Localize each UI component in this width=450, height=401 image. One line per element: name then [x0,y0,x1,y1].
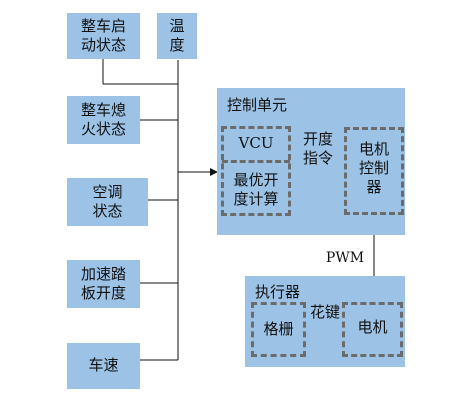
opening-command-label: 开度 指令 [302,130,333,167]
flameout-state-box: 整车熄 火状态 [67,96,140,144]
temperature-box: 温 度 [157,13,197,59]
actuator-title: 执行器 [255,283,301,301]
motor-controller-label: 电机 控制 器 [358,140,389,196]
accel-pedal-label: 加速踏 板开度 [80,265,126,302]
motor-controller-box [344,127,404,215]
ac-state-box: 空调 状态 [67,178,148,226]
actuator-box: 执行器 [245,276,405,367]
temperature-label: 温 度 [169,17,185,54]
vcu-box [221,126,291,216]
flameout-state-label: 整车熄 火状态 [80,101,126,138]
vcu-label: VCU [238,134,274,152]
pwm-label: PWM [325,250,365,266]
speed-box: 车速 [67,343,140,389]
grille-box [251,302,306,357]
accel-pedal-box: 加速踏 板开度 [67,260,140,308]
vcu-divider [222,160,290,163]
start-state-box: 整车启 动状态 [67,13,140,59]
control-unit-title: 控制单元 [227,96,288,114]
motor-label: 电机 [357,318,388,336]
spline-label: 花键 [309,303,340,321]
speed-label: 车速 [88,356,119,374]
ac-state-label: 空调 状态 [92,183,123,220]
motor-box [342,302,403,357]
grille-label: 格栅 [263,320,294,338]
start-state-label: 整车启 动状态 [80,17,126,54]
optimal-opening-calc-label: 最优开 度计算 [233,171,279,208]
